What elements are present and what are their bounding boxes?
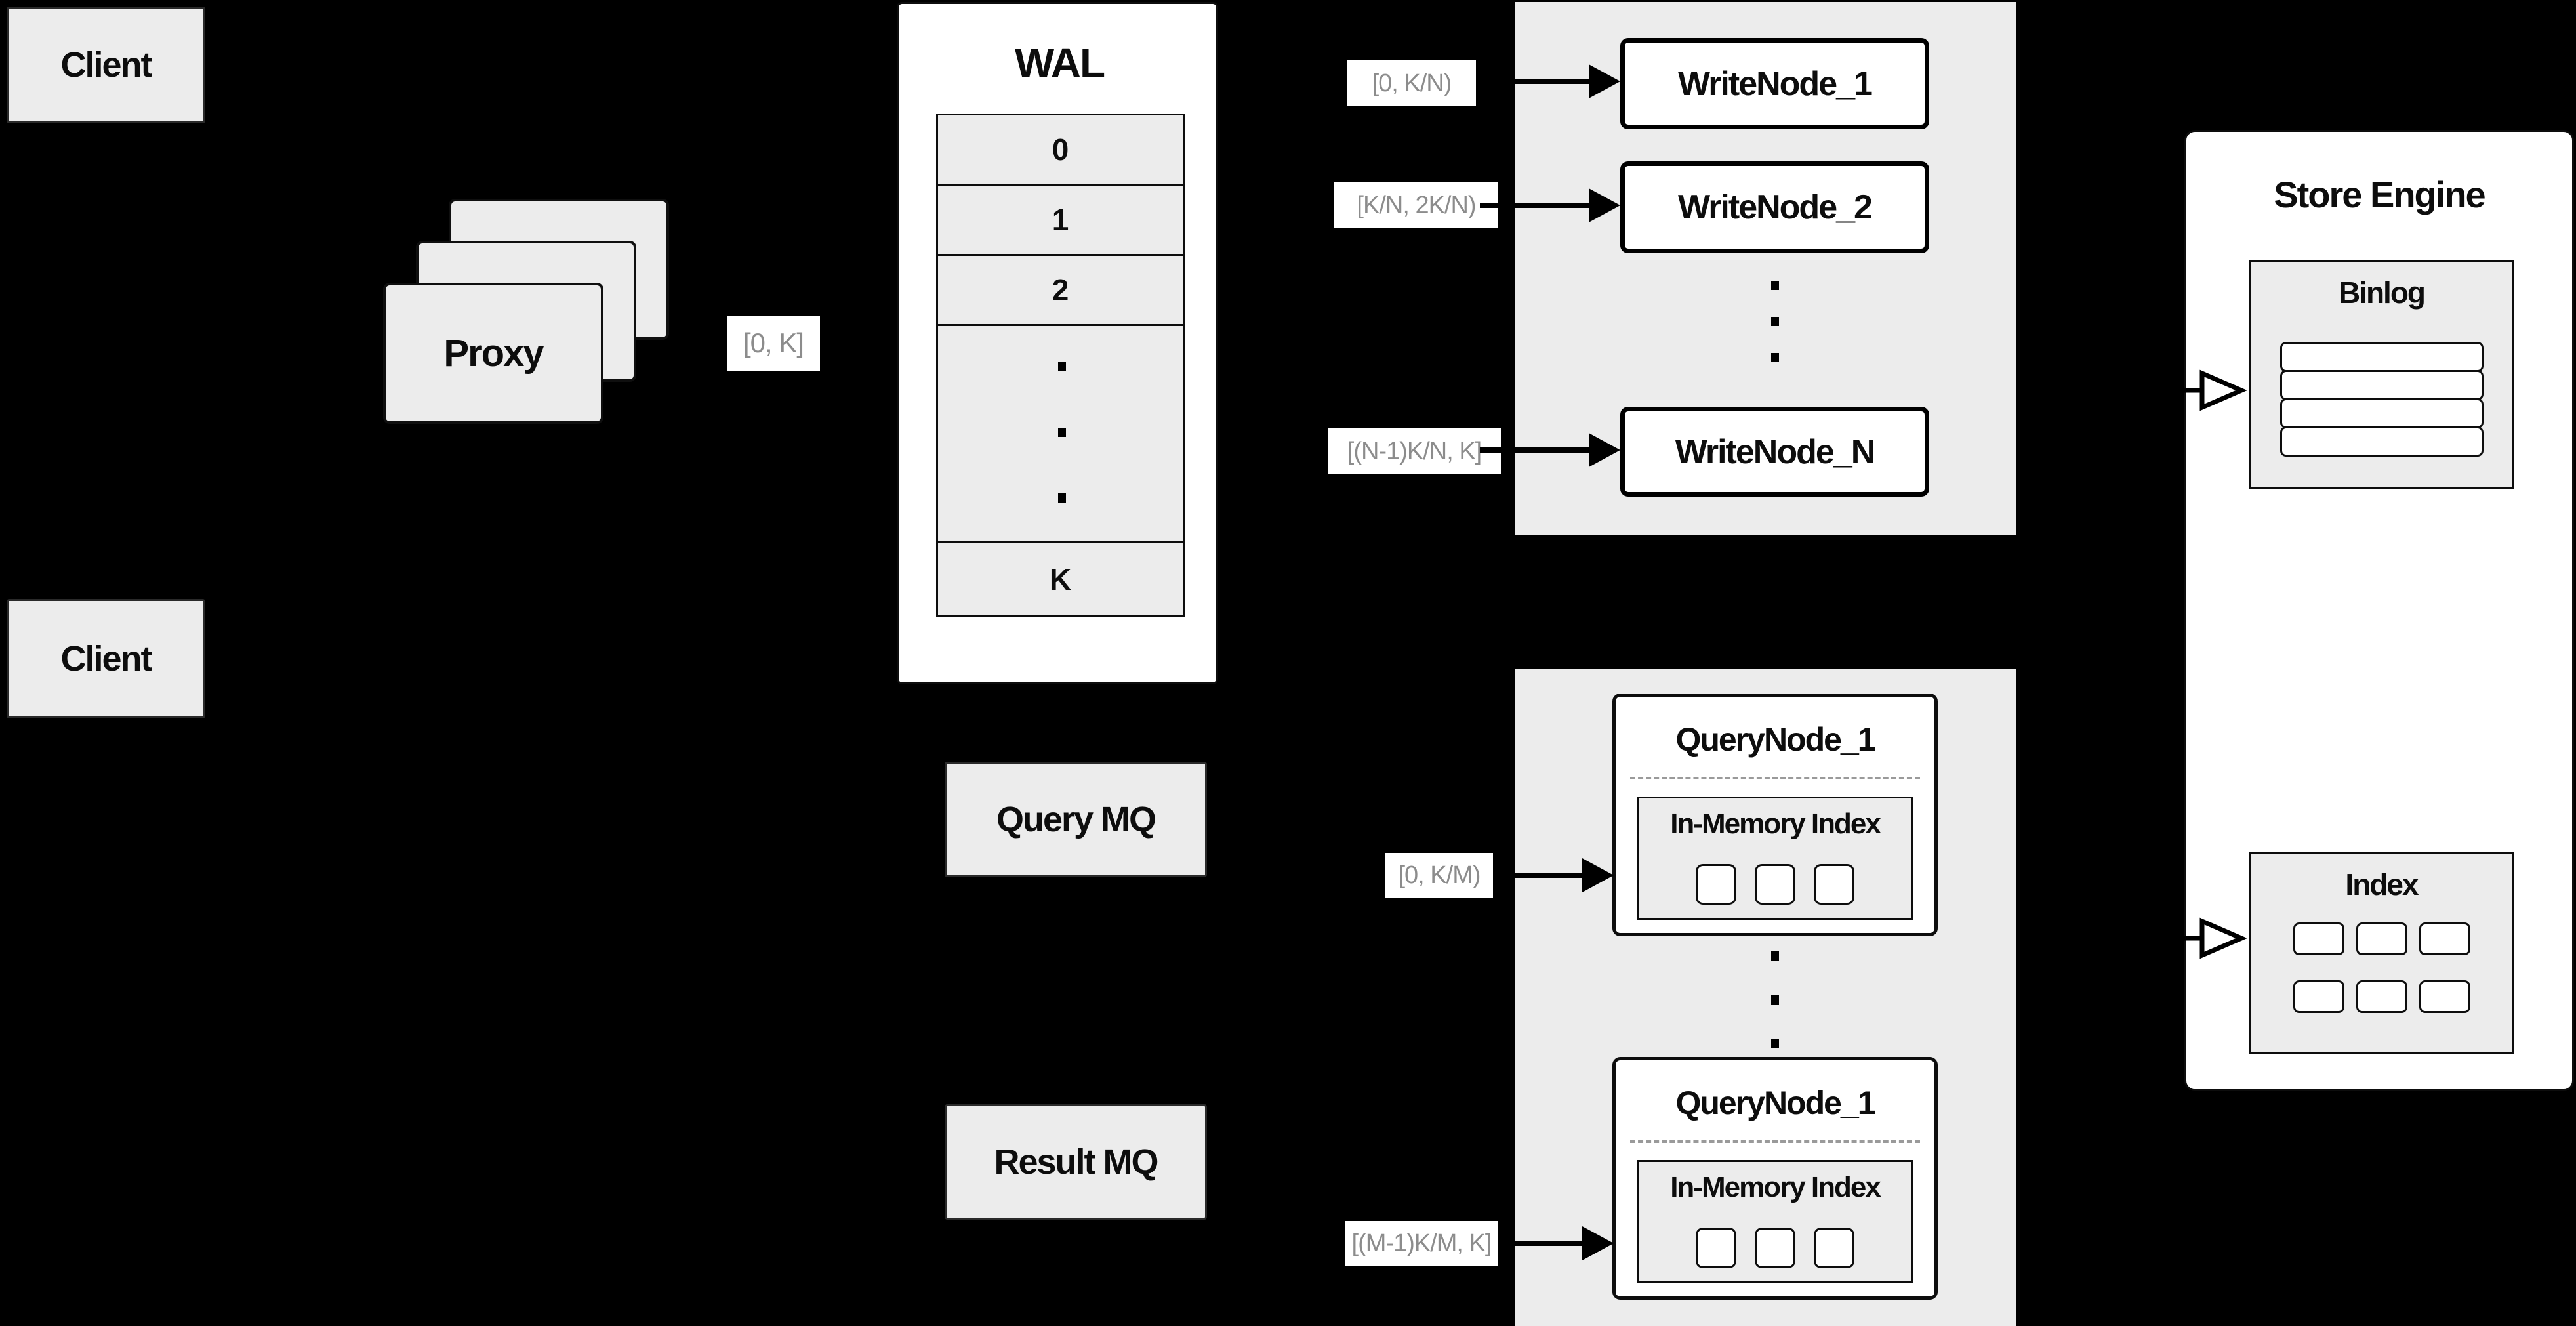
binlog-row — [2280, 398, 2484, 428]
binlog-title: Binlog — [2338, 276, 2426, 310]
index-title-wrap: Index — [2251, 861, 2512, 907]
ellipsis-dot — [1771, 995, 1779, 1005]
query-node-bottom-box: QueryNode_1 In-Memory Index — [1612, 1057, 1938, 1300]
write-node-2-box: WriteNode_2 — [1620, 161, 1929, 253]
result-mq-box: Result MQ — [945, 1104, 1207, 1220]
write-range-n-label: [(N-1)K/N, K] — [1328, 428, 1501, 474]
query-node-bottom-title-wrap: QueryNode_1 — [1616, 1073, 1934, 1132]
write-node-n-box: WriteNode_N — [1620, 407, 1929, 497]
in-memory-index-bottom-box: In-Memory Index — [1637, 1160, 1913, 1283]
query-nodes-panel: QueryNode_1 In-Memory Index QueryNode_1 — [1515, 669, 2016, 1326]
query-node-bottom-title: QueryNode_1 — [1675, 1085, 1875, 1121]
client-bottom-box: Client — [7, 599, 205, 718]
arrow-head-icon — [1582, 858, 1614, 892]
index-square — [2293, 922, 2344, 955]
dashed-divider — [1630, 777, 1920, 779]
ellipsis-dot — [1771, 1039, 1779, 1048]
segment-square — [1755, 1228, 1795, 1268]
ellipsis-dot — [1771, 951, 1779, 961]
query-mq-label: Query MQ — [996, 800, 1156, 839]
store-engine-title-wrap: Store Engine — [2186, 161, 2572, 227]
dashed-divider — [1630, 1140, 1920, 1143]
ellipsis-dot — [1771, 353, 1779, 362]
binlog-rows — [2280, 342, 2484, 457]
segment-square — [1814, 864, 1854, 905]
wal-row-ellipsis — [936, 324, 1185, 543]
segment-square — [1755, 864, 1795, 905]
index-title: Index — [2345, 867, 2419, 901]
write-node-1-box: WriteNode_1 — [1620, 38, 1929, 129]
arrow-head-icon — [1589, 188, 1620, 222]
binlog-title-wrap: Binlog — [2251, 270, 2512, 316]
result-mq-label: Result MQ — [994, 1142, 1158, 1182]
wal-row-k: K — [936, 541, 1185, 617]
proxy-label: Proxy — [443, 332, 544, 375]
client-bottom-label: Client — [60, 639, 152, 678]
open-arrow-head-icon — [2199, 369, 2247, 411]
segment-square — [1696, 1228, 1736, 1268]
binlog-row — [2280, 342, 2484, 372]
in-memory-index-title: In-Memory Index — [1670, 808, 1881, 840]
in-memory-index-title: In-Memory Index — [1670, 1171, 1881, 1203]
binlog-row — [2280, 426, 2484, 457]
proxy-range-label: [0, K] — [727, 316, 820, 371]
index-squares — [2270, 922, 2493, 1013]
query-range-top-label: [0, K/M) — [1385, 853, 1493, 898]
wal-table: 0 1 2 K — [936, 114, 1185, 617]
index-square — [2419, 922, 2470, 955]
open-arrow-head-icon — [2199, 917, 2247, 959]
arrow-head-icon — [1589, 64, 1620, 98]
wal-container: WAL 0 1 2 K — [897, 2, 1218, 684]
ellipsis-dot — [1058, 493, 1066, 503]
ellipsis-dot — [1771, 281, 1779, 290]
binlog-box: Binlog — [2249, 260, 2514, 489]
wal-row-0: 0 — [936, 114, 1185, 186]
arrow-shaft — [1480, 79, 1590, 84]
ellipsis-dot — [1058, 428, 1066, 437]
in-memory-index-top-box: In-Memory Index — [1637, 797, 1913, 920]
arrow-shaft — [1502, 1241, 1584, 1246]
write-range-1-label: [0, K/N) — [1347, 60, 1476, 106]
proxy-card-front: Proxy — [383, 283, 603, 424]
segment-square — [1696, 864, 1736, 905]
wal-title-wrap: WAL — [899, 30, 1220, 96]
query-range-bottom-label: [(M-1)K/M, K] — [1345, 1221, 1498, 1266]
ellipsis-dot — [1058, 362, 1066, 371]
store-engine-box: Store Engine Binlog Index — [2184, 130, 2574, 1091]
wal-row-1: 1 — [936, 184, 1185, 256]
write-range-2-label: [K/N, 2K/N) — [1334, 182, 1498, 228]
segment-squares — [1639, 1228, 1911, 1268]
query-node-top-title-wrap: QueryNode_1 — [1616, 710, 1934, 769]
arrow-shaft — [1497, 873, 1584, 878]
query-node-top-box: QueryNode_1 In-Memory Index — [1612, 694, 1938, 936]
query-node-top-title: QueryNode_1 — [1675, 721, 1875, 758]
in-memory-index-title-wrap: In-Memory Index — [1639, 804, 1911, 844]
segment-square — [1814, 1228, 1854, 1268]
ellipsis-dot — [1771, 317, 1779, 326]
store-engine-title: Store Engine — [2274, 173, 2485, 215]
query-mq-box: Query MQ — [945, 762, 1207, 877]
segment-squares — [1639, 864, 1911, 905]
index-square — [2293, 980, 2344, 1013]
write-node-n-label: WriteNode_N — [1675, 432, 1876, 471]
index-box: Index — [2249, 852, 2514, 1054]
index-square — [2419, 980, 2470, 1013]
wal-row-2: 2 — [936, 254, 1185, 326]
arrow-shaft — [1480, 447, 1590, 453]
index-square — [2356, 922, 2407, 955]
write-node-1-label: WriteNode_1 — [1678, 64, 1873, 103]
client-top-box: Client — [7, 7, 205, 123]
write-node-2-label: WriteNode_2 — [1678, 188, 1873, 226]
in-memory-index-title-wrap: In-Memory Index — [1639, 1167, 1911, 1208]
arrow-to-binlog — [2142, 369, 2247, 411]
arrow-to-index — [2142, 917, 2247, 959]
binlog-row — [2280, 370, 2484, 400]
index-square — [2356, 980, 2407, 1013]
arrow-shaft — [1480, 203, 1590, 208]
arrow-head-icon — [1582, 1226, 1614, 1260]
wal-title: WAL — [1014, 39, 1105, 87]
client-top-label: Client — [60, 45, 152, 85]
arrow-head-icon — [1589, 433, 1620, 467]
